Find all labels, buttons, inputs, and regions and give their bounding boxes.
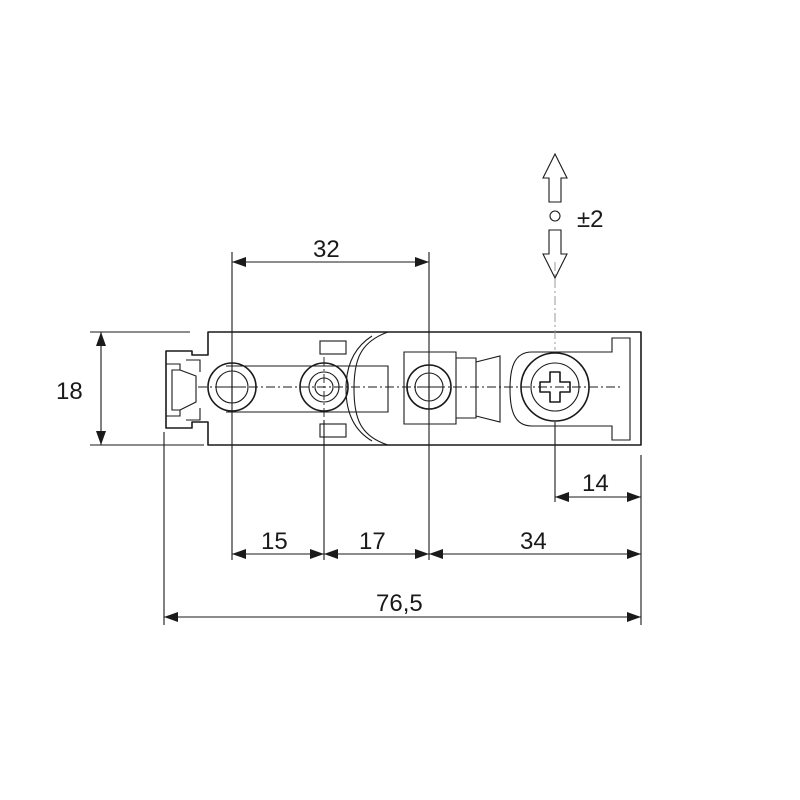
center-lines [198, 262, 620, 417]
dim-seg-3-label: 34 [520, 528, 547, 555]
arrowhead [232, 549, 246, 559]
arrowhead [555, 492, 569, 502]
dim-seg-1-label: 15 [261, 528, 288, 555]
dim-overall: 76,5 [164, 590, 641, 622]
arrowhead [164, 612, 178, 622]
arrowhead [627, 612, 641, 622]
carrier-clip [475, 355, 501, 423]
arrowhead [627, 492, 641, 502]
adjust-label: ±2 [577, 206, 604, 233]
clip-inner [186, 359, 201, 421]
tab-bottom [319, 423, 347, 438]
arrowhead [310, 549, 324, 559]
dim-seg-2-label: 17 [359, 528, 386, 555]
dim-height: 18 [56, 332, 106, 445]
arrowhead [324, 549, 338, 559]
arrowhead [627, 549, 641, 559]
dim-spacing-label: 32 [313, 236, 340, 263]
carrier-block [403, 351, 457, 425]
plate-outline [165, 331, 642, 446]
arrowhead [429, 549, 443, 559]
arrowhead [415, 549, 429, 559]
extension-lines [90, 252, 642, 625]
dim-height-label: 18 [56, 378, 83, 405]
height-adjust-symbol: ±2 [542, 152, 604, 280]
arrow-down-icon [542, 229, 568, 280]
cam-housing [509, 337, 631, 441]
carrier-lip [456, 357, 477, 419]
slot-rail [226, 365, 389, 413]
hinge-plate [165, 331, 642, 446]
dim-end-offset-label: 14 [582, 470, 609, 497]
arrowhead [232, 257, 246, 267]
clip-spring [179, 369, 197, 411]
recess-step [345, 335, 373, 442]
phillips-cross-icon [539, 371, 571, 403]
tab-top [319, 340, 347, 355]
pivot-dot-icon [549, 210, 561, 222]
arrowhead [415, 257, 429, 267]
dim-spacing-top: 32 [232, 236, 429, 267]
dim-overall-label: 76,5 [376, 590, 423, 617]
arrowhead [96, 332, 106, 346]
arrow-up-icon [542, 152, 568, 203]
dim-end-offset: 14 [555, 470, 641, 502]
arrowhead [96, 431, 106, 445]
clip-detail [166, 363, 181, 417]
dim-chain: 15 17 34 [232, 528, 641, 559]
recess-outline [353, 331, 389, 446]
